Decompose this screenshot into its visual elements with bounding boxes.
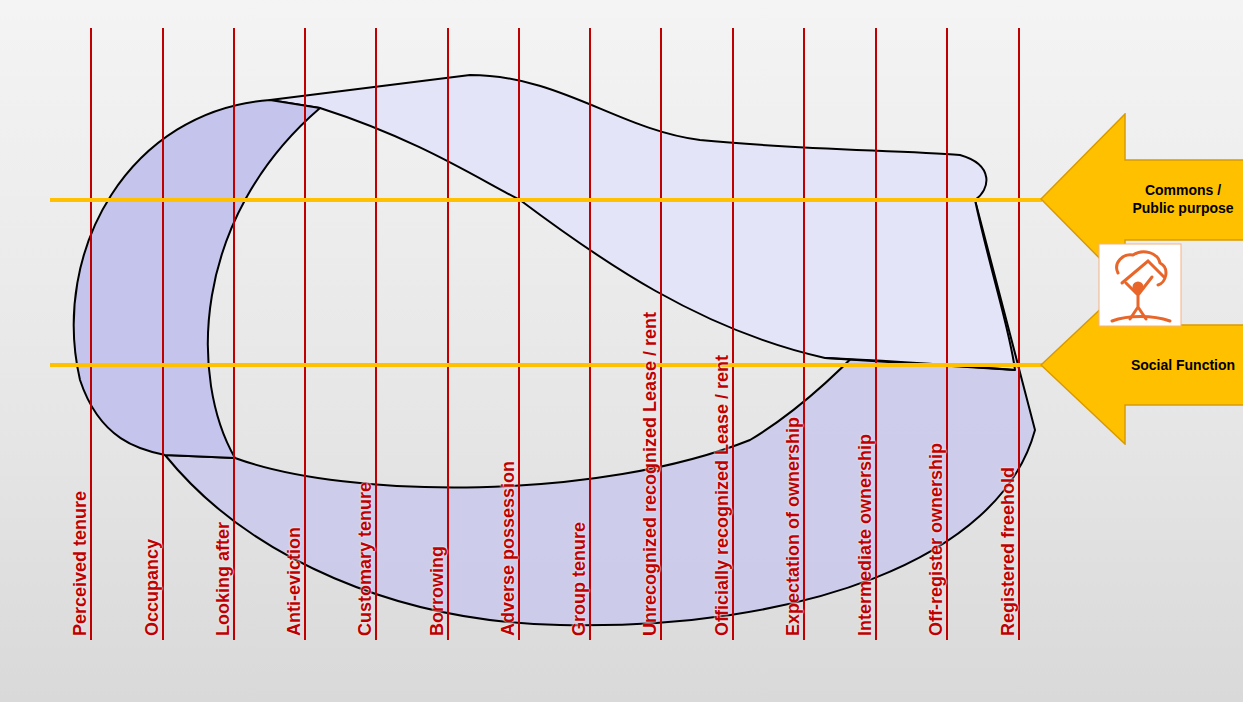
tenure-divider-line	[875, 28, 877, 640]
tenure-label: Looking after	[213, 522, 233, 636]
tenure-label: Borrowing	[427, 546, 447, 636]
tenure-divider-line	[946, 28, 948, 640]
tenure-divider-line	[375, 28, 377, 640]
tenure-label: Off-register ownership	[926, 443, 946, 636]
tenure-label: Intermediate ownership	[855, 434, 875, 636]
tenure-label: Group tenure	[569, 522, 589, 636]
tenure-divider-line	[732, 28, 734, 640]
orange-guide-line	[50, 198, 1042, 202]
tenure-divider-line	[447, 28, 449, 640]
tenure-divider-line	[1018, 28, 1020, 640]
arrow-outline	[1041, 286, 1243, 444]
arrow-label: Commons / Public purpose	[1127, 181, 1239, 217]
tenure-divider-line	[162, 28, 164, 640]
tenure-label: Occupancy	[142, 539, 162, 636]
tenure-label: Unrecognized recognized Lease / rent	[640, 312, 660, 636]
tenure-divider-line	[233, 28, 235, 640]
tenure-divider-line	[304, 28, 306, 640]
tenure-label: Anti-eviction	[284, 527, 304, 636]
tenure-label: Officially recognized Lease / rent	[712, 355, 732, 636]
tenure-divider-line	[589, 28, 591, 640]
tenure-divider-line	[90, 28, 92, 640]
tenure-label: Customary tenure	[355, 482, 375, 636]
tenure-label: Registered freehold	[998, 467, 1018, 636]
arrow-outline	[1041, 114, 1243, 284]
tenure-label: Perceived tenure	[70, 491, 90, 636]
orange-guide-line	[50, 363, 1042, 367]
tenure-divider-line	[803, 28, 805, 640]
tenure-label: Adverse possession	[498, 461, 518, 636]
mobius-left-loop	[74, 100, 320, 458]
tenure-icon	[1098, 243, 1182, 327]
tenure-divider-line	[518, 28, 520, 640]
arrow-label: Social Function	[1127, 356, 1239, 374]
tenure-divider-line	[660, 28, 662, 640]
tenure-label: Expectation of ownership	[783, 417, 803, 636]
